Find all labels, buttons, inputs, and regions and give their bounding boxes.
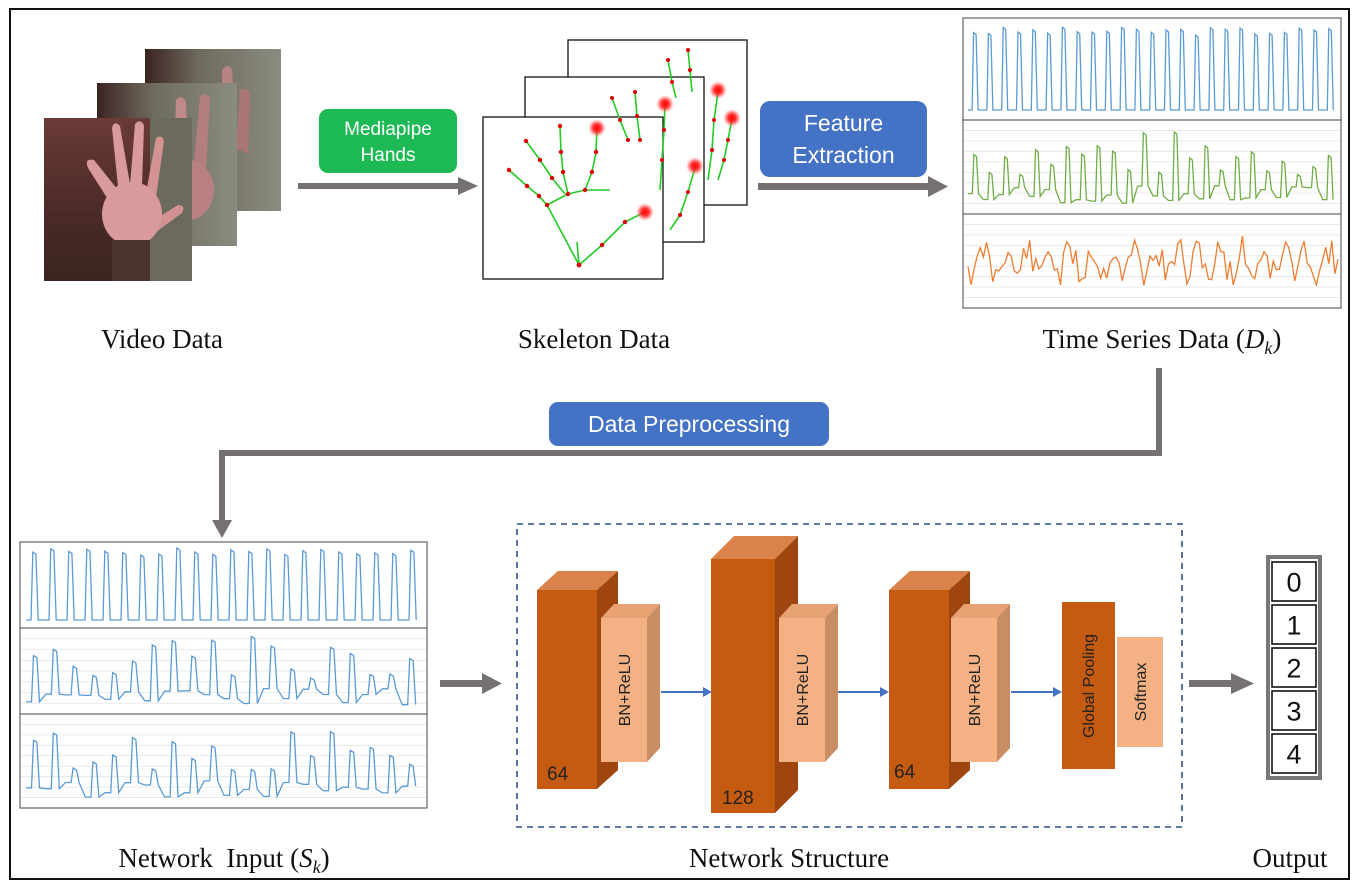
bn-block-1: BN+ReLU — [601, 604, 660, 762]
skeleton-pages — [482, 39, 748, 280]
output-stack: 0 1 2 3 4 — [1266, 555, 1322, 780]
figure-frame — [9, 8, 1350, 880]
network-inner-arrows — [661, 687, 1062, 697]
output-cell — [1271, 647, 1317, 688]
conv-block-2-filters: 128 — [722, 788, 754, 809]
softmax-label: Softmax — [1133, 663, 1150, 722]
feature-extraction-badge: Feature Extraction — [760, 101, 927, 177]
bn-block-3: BN+ReLU — [951, 604, 1010, 762]
output-class-label: 2 — [1286, 654, 1301, 684]
time-series-panels — [962, 17, 1342, 309]
fingertip-highlights — [588, 81, 741, 221]
caption-skeleton-data: Skeleton Data — [518, 324, 670, 354]
network-input-line-3 — [26, 730, 417, 799]
output-cell — [1271, 604, 1317, 645]
conv-block-1-filters: 64 — [547, 764, 569, 785]
caption-network-structure: Network Structure — [689, 843, 889, 873]
arrow-preprocessing-path — [212, 368, 1162, 538]
output-cell — [1271, 561, 1317, 602]
arrow-skeleton-to-timeseries — [758, 176, 948, 197]
output-class-label: 3 — [1286, 697, 1301, 727]
bn-relu-label-3: BN+ReLU — [967, 654, 984, 726]
bn-relu-label-1: BN+ReLU — [617, 654, 634, 726]
global-pooling-block: Global Pooling — [1062, 602, 1115, 769]
caption-time-series-data: Time Series Data (Dk) — [1043, 324, 1282, 358]
bn-block-2: BN+ReLU — [779, 604, 838, 762]
feature-badge-line2: Extraction — [792, 142, 894, 168]
arrow-input-to-network — [440, 673, 502, 694]
preprocessing-badge-label: Data Preprocessing — [588, 411, 790, 437]
data-preprocessing-badge: Data Preprocessing — [549, 402, 829, 446]
output-class-label: 1 — [1286, 611, 1301, 641]
video-frames — [44, 49, 281, 281]
network-input-panels — [19, 541, 428, 809]
caption-video-data: Video Data — [101, 324, 223, 354]
mediapipe-badge-line1: Mediapipe — [344, 119, 432, 140]
network-input-line-2 — [26, 635, 417, 706]
flow-arrows — [212, 176, 1254, 694]
caption-network-input: Network Input (Sk) — [118, 843, 329, 877]
output-class-label: 4 — [1286, 740, 1301, 770]
time-series-line-orange — [967, 236, 1339, 288]
caption-output: Output — [1252, 843, 1328, 873]
bn-relu-label-2: BN+ReLU — [795, 654, 812, 726]
output-cell — [1271, 733, 1317, 774]
network-input-line-1 — [26, 546, 417, 621]
skeleton-joints — [506, 48, 730, 268]
output-cell — [1271, 690, 1317, 731]
time-series-line-green — [968, 130, 1334, 204]
mediapipe-badge: Mediapipe Hands — [319, 109, 457, 173]
mediapipe-badge-line2: Hands — [361, 145, 416, 166]
arrow-video-to-skeleton — [298, 177, 478, 195]
softmax-block: Softmax — [1117, 637, 1163, 747]
conv-block-3-filters: 64 — [894, 762, 916, 783]
output-class-label: 0 — [1286, 568, 1301, 598]
feature-badge-line1: Feature — [804, 110, 883, 136]
arrow-network-to-output — [1189, 673, 1254, 694]
time-series-line-blue — [968, 25, 1334, 111]
skeleton-front-lines — [508, 125, 646, 266]
network-structure-box — [516, 523, 1183, 828]
video-frame-front — [44, 118, 192, 281]
global-pooling-label: Global Pooling — [1081, 634, 1098, 738]
